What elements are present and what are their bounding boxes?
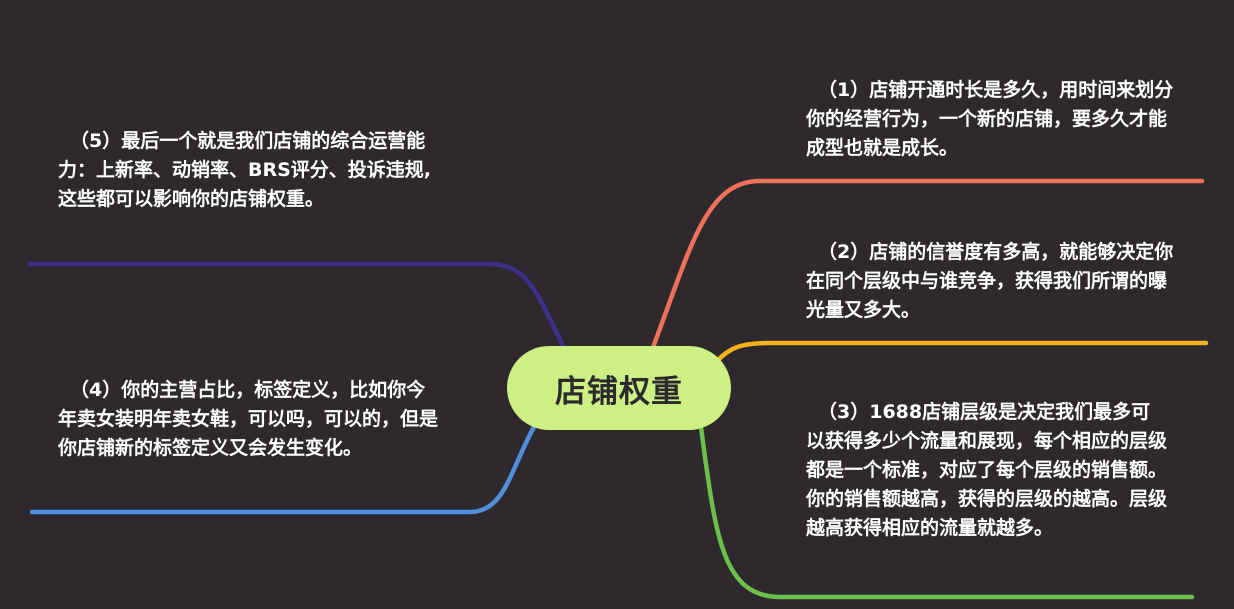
central-topic-node[interactable]: 店铺权重 bbox=[507, 346, 731, 430]
branch-text-4: （4）你的主营占比，标签定义，比如你今年卖女装明年卖女鞋，可以吗，可以的，但是你… bbox=[58, 379, 439, 459]
branch-connector-2 bbox=[715, 340, 1209, 363]
branch-text-5: （5）最后一个就是我们店铺的综合运营能力：上新率、动销率、BRS评分、投诉违规,… bbox=[58, 130, 432, 210]
central-topic-label: 店铺权重 bbox=[555, 373, 683, 410]
branch-connector-1 bbox=[649, 178, 1205, 353]
branch-text-2: （2）店铺的信誉度有多高，就能够决定你在同个层级中与谁竞争，获得我们所谓的曝光量… bbox=[806, 241, 1174, 321]
branch-connector-4 bbox=[29, 422, 538, 515]
branch-connector-5 bbox=[27, 261, 568, 353]
branch-text-3: （3）1688店铺层级是决定我们最多可以获得多少个流量和展现，每个相应的层级都是… bbox=[806, 401, 1168, 539]
branch-text-1: （1）店铺开通时长是多久，用时间来划分你的经营行为，一个新的店铺，要多久才能成型… bbox=[806, 79, 1174, 159]
branch-connector-3 bbox=[697, 417, 1195, 600]
